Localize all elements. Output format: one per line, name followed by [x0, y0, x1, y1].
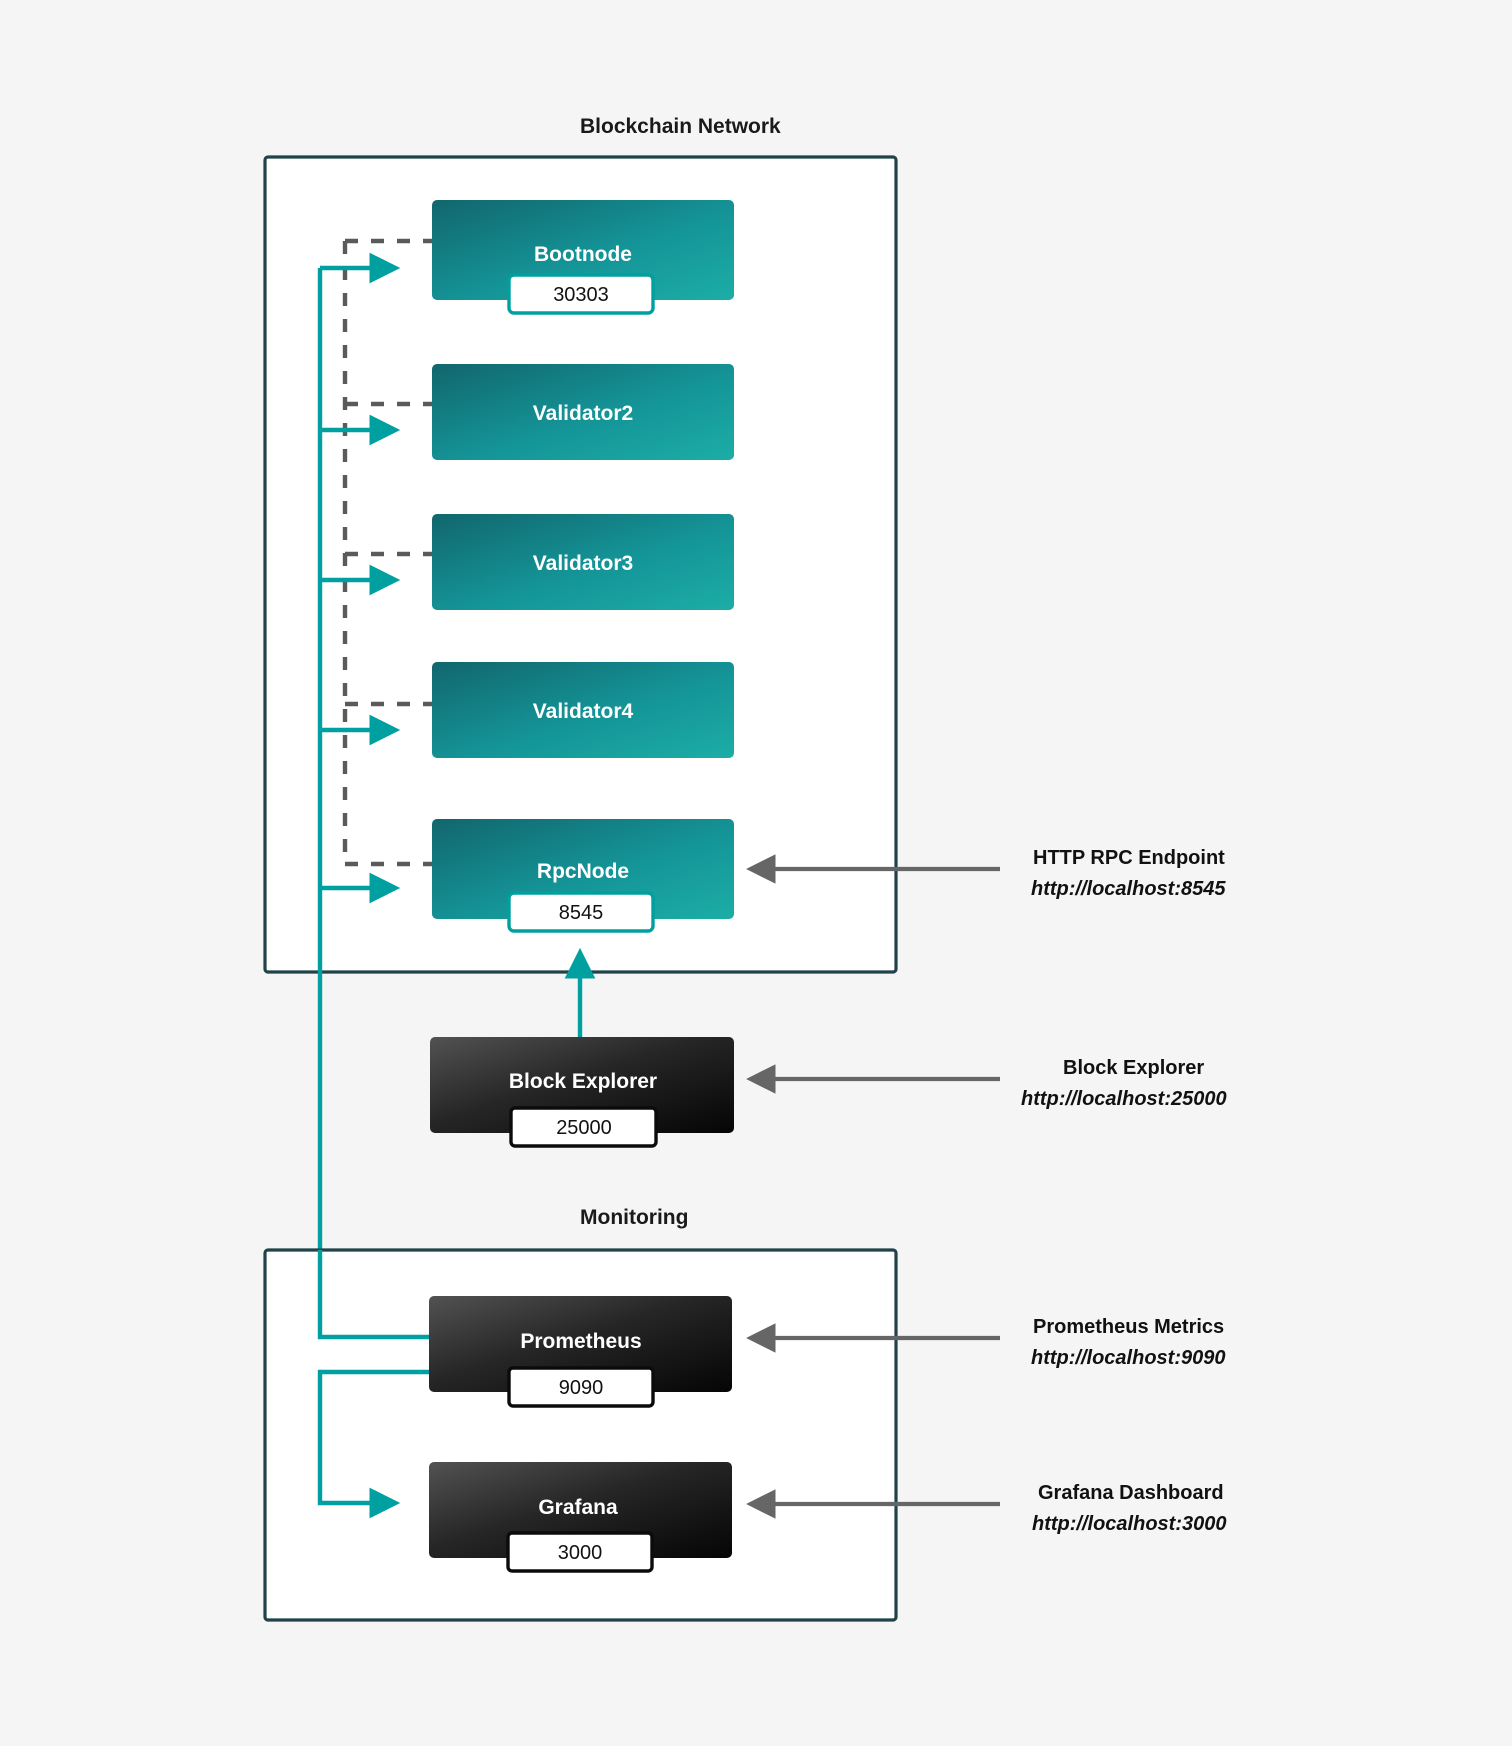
- annotation-title-prometheus: Prometheus Metrics: [1033, 1316, 1224, 1338]
- port-badge-prometheus: [507, 1366, 655, 1408]
- node-prometheus[interactable]: Prometheus 9090: [429, 1296, 732, 1408]
- annotation-prometheus: Prometheus Metrics http://localhost:9090: [746, 1316, 1225, 1369]
- node-rpcnode-box[interactable]: [432, 819, 734, 919]
- port-value-prometheus: 9090: [559, 1377, 604, 1399]
- annotation-url-grafana: http://localhost:3000: [1032, 1513, 1226, 1535]
- node-grafana-box[interactable]: [429, 1462, 732, 1558]
- port-badge-grafana: [506, 1531, 654, 1573]
- annotation-title-block-explorer: Block Explorer: [1063, 1057, 1204, 1079]
- prometheus-scrape-trunk-overlay: [317, 1250, 429, 1340]
- port-value-block-explorer: 25000: [556, 1117, 612, 1139]
- edge-prometheus-to-grafana: [317, 1369, 429, 1519]
- node-grafana-label: Grafana: [538, 1496, 618, 1519]
- cluster-monitoring: Monitoring: [263, 1206, 898, 1622]
- node-validator3-label: Validator3: [533, 552, 633, 575]
- port-badge-rpcnode: [507, 891, 655, 933]
- node-prometheus-label: Prometheus: [520, 1330, 641, 1353]
- node-rpcnode[interactable]: RpcNode 8545: [432, 819, 734, 933]
- cluster-title-monitoring: Monitoring: [580, 1206, 688, 1229]
- annotation-grafana: Grafana Dashboard http://localhost:3000: [746, 1482, 1226, 1535]
- annotation-block-explorer: Block Explorer http://localhost:25000: [746, 1057, 1227, 1110]
- annotation-url-rpc-endpoint: http://localhost:8545: [1031, 878, 1226, 900]
- node-bootnode[interactable]: Bootnode 30303: [432, 200, 734, 315]
- annotation-url-prometheus: http://localhost:9090: [1031, 1347, 1225, 1369]
- node-grafana[interactable]: Grafana 3000: [429, 1462, 732, 1573]
- node-block-explorer[interactable]: Block Explorer 25000: [430, 1037, 734, 1148]
- node-validator2-label: Validator2: [533, 402, 633, 425]
- node-validator4-box[interactable]: [432, 662, 734, 758]
- node-block-explorer-box[interactable]: [430, 1037, 734, 1133]
- node-rpcnode-label: RpcNode: [537, 860, 629, 883]
- cluster-box-monitoring: [263, 1248, 898, 1622]
- node-validator4[interactable]: Validator4: [432, 662, 734, 758]
- port-badge-bootnode: [507, 273, 655, 315]
- annotation-url-block-explorer: http://localhost:25000: [1021, 1088, 1227, 1110]
- node-validator3-box[interactable]: [432, 514, 734, 610]
- node-validator4-label: Validator4: [533, 700, 634, 723]
- node-bootnode-label: Bootnode: [534, 243, 632, 266]
- annotation-title-rpc-endpoint: HTTP RPC Endpoint: [1033, 847, 1225, 869]
- annotation-rpc-endpoint: HTTP RPC Endpoint http://localhost:8545: [746, 847, 1226, 900]
- port-value-grafana: 3000: [558, 1542, 603, 1564]
- node-validator3[interactable]: Validator3: [432, 514, 734, 610]
- port-value-rpcnode: 8545: [559, 902, 604, 924]
- node-block-explorer-label: Block Explorer: [509, 1070, 657, 1093]
- cluster-title-blockchain: Blockchain Network: [580, 115, 781, 138]
- port-badge-block-explorer: [509, 1106, 658, 1148]
- port-value-bootnode: 30303: [553, 284, 609, 306]
- node-bootnode-box[interactable]: [432, 200, 734, 300]
- node-validator2[interactable]: Validator2: [432, 364, 734, 460]
- node-validator2-box[interactable]: [432, 364, 734, 460]
- node-prometheus-box[interactable]: [429, 1296, 732, 1392]
- annotation-title-grafana: Grafana Dashboard: [1038, 1482, 1224, 1504]
